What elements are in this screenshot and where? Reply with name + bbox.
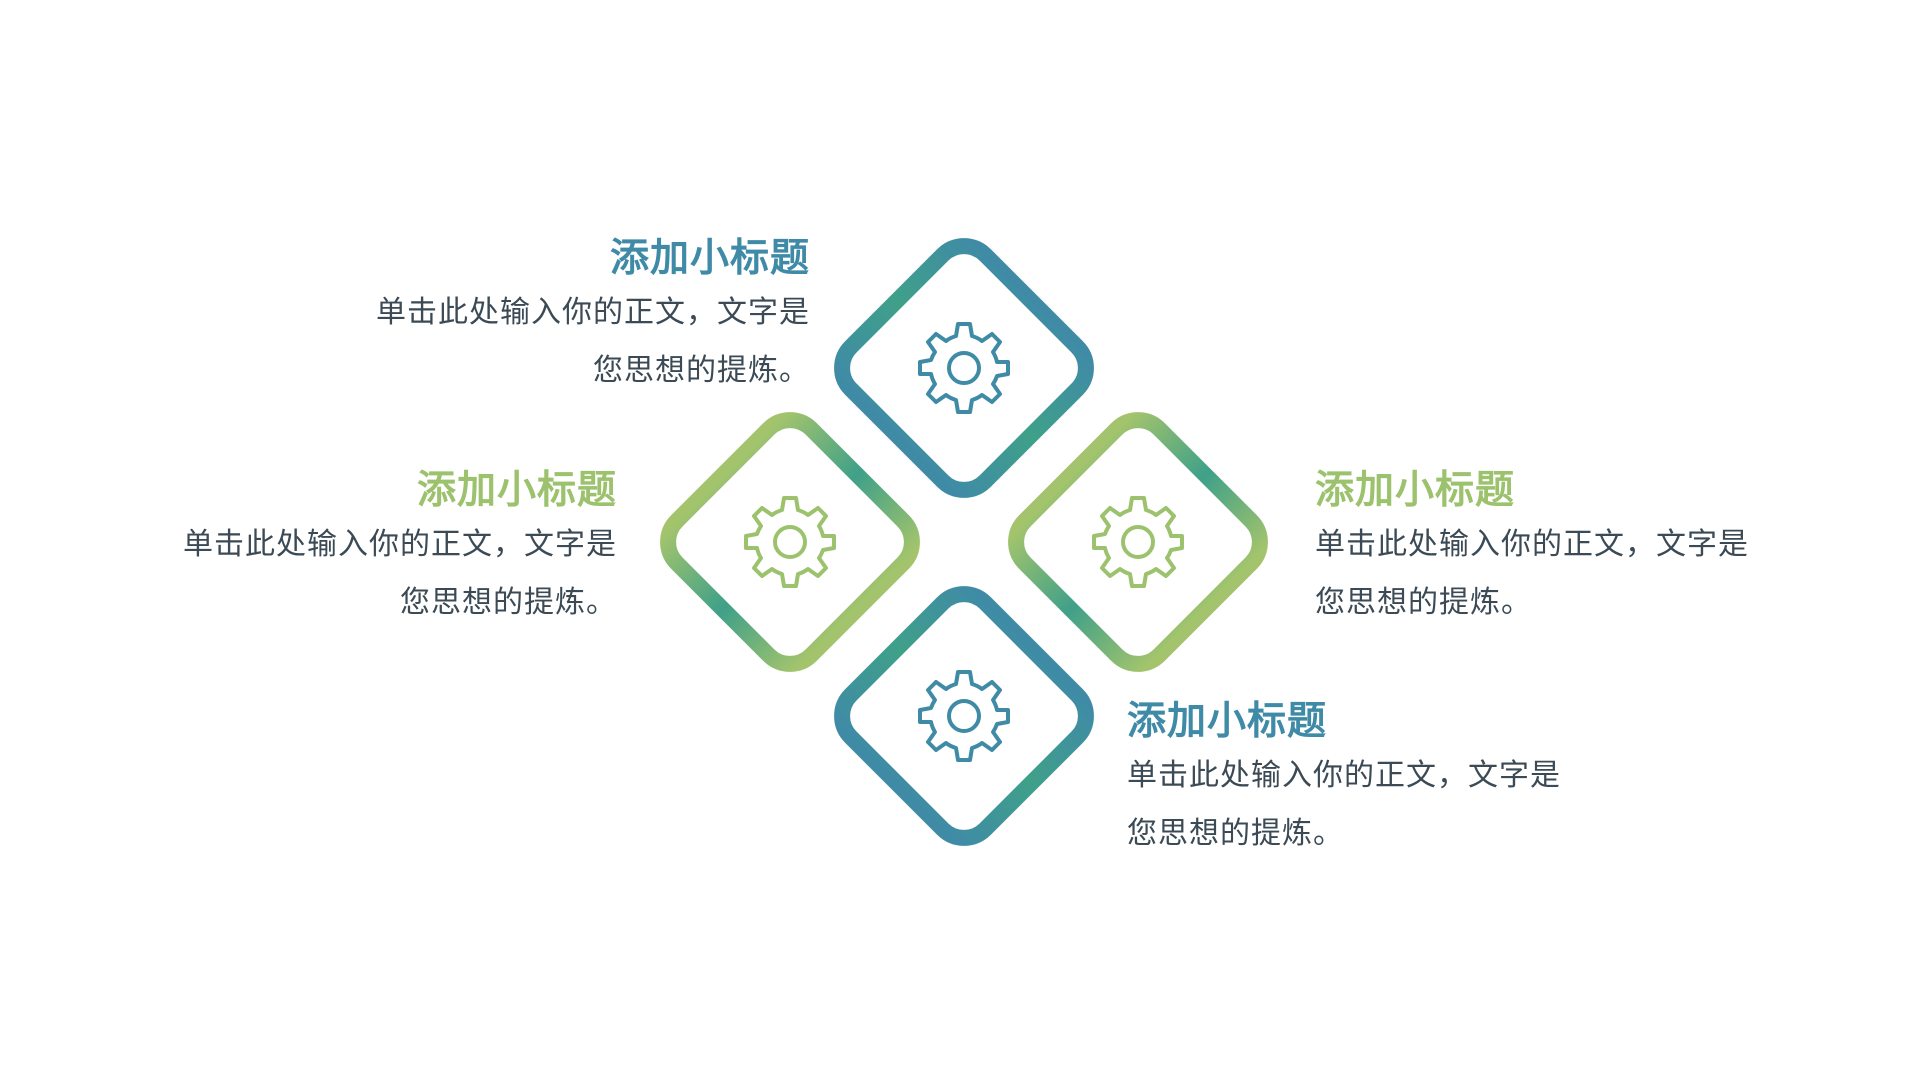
text-block-right: 添加小标题 单击此处输入你的正文，文字是 您思想的提炼。 [1315, 466, 1795, 632]
body-right-line2[interactable]: 您思想的提炼。 [1315, 585, 1532, 620]
body-top-line1[interactable]: 单击此处输入你的正文，文字是 [376, 295, 810, 330]
gear-icon [918, 670, 1010, 762]
subtitle-left[interactable]: 添加小标题 [416, 468, 617, 513]
subtitle-bottom[interactable]: 添加小标题 [1127, 699, 1328, 744]
text-block-left: 添加小标题 单击此处输入你的正文，文字是 您思想的提炼。 [147, 466, 617, 632]
diamond-bottom-shape [834, 586, 1094, 846]
gear-icon [744, 496, 836, 588]
gear-icon [918, 322, 1010, 414]
body-bottom-line1[interactable]: 单击此处输入你的正文，文字是 [1127, 758, 1561, 793]
subtitle-right[interactable]: 添加小标题 [1315, 468, 1516, 513]
diamond-right-shape [1008, 412, 1268, 672]
body-left-line2[interactable]: 您思想的提炼。 [400, 585, 617, 620]
text-block-top: 添加小标题 单击此处输入你的正文，文字是 您思想的提炼。 [340, 234, 810, 400]
subtitle-top[interactable]: 添加小标题 [609, 236, 810, 281]
body-right-line1[interactable]: 单击此处输入你的正文，文字是 [1315, 527, 1749, 562]
body-left-line1[interactable]: 单击此处输入你的正文，文字是 [183, 527, 617, 562]
diamond-top-shape [834, 238, 1094, 498]
gear-icon [1092, 496, 1184, 588]
body-top-line2[interactable]: 您思想的提炼。 [593, 353, 810, 388]
diamond-left-shape [660, 412, 920, 672]
body-bottom-line2[interactable]: 您思想的提炼。 [1127, 816, 1344, 851]
text-block-bottom: 添加小标题 单击此处输入你的正文，文字是 您思想的提炼。 [1127, 697, 1597, 863]
